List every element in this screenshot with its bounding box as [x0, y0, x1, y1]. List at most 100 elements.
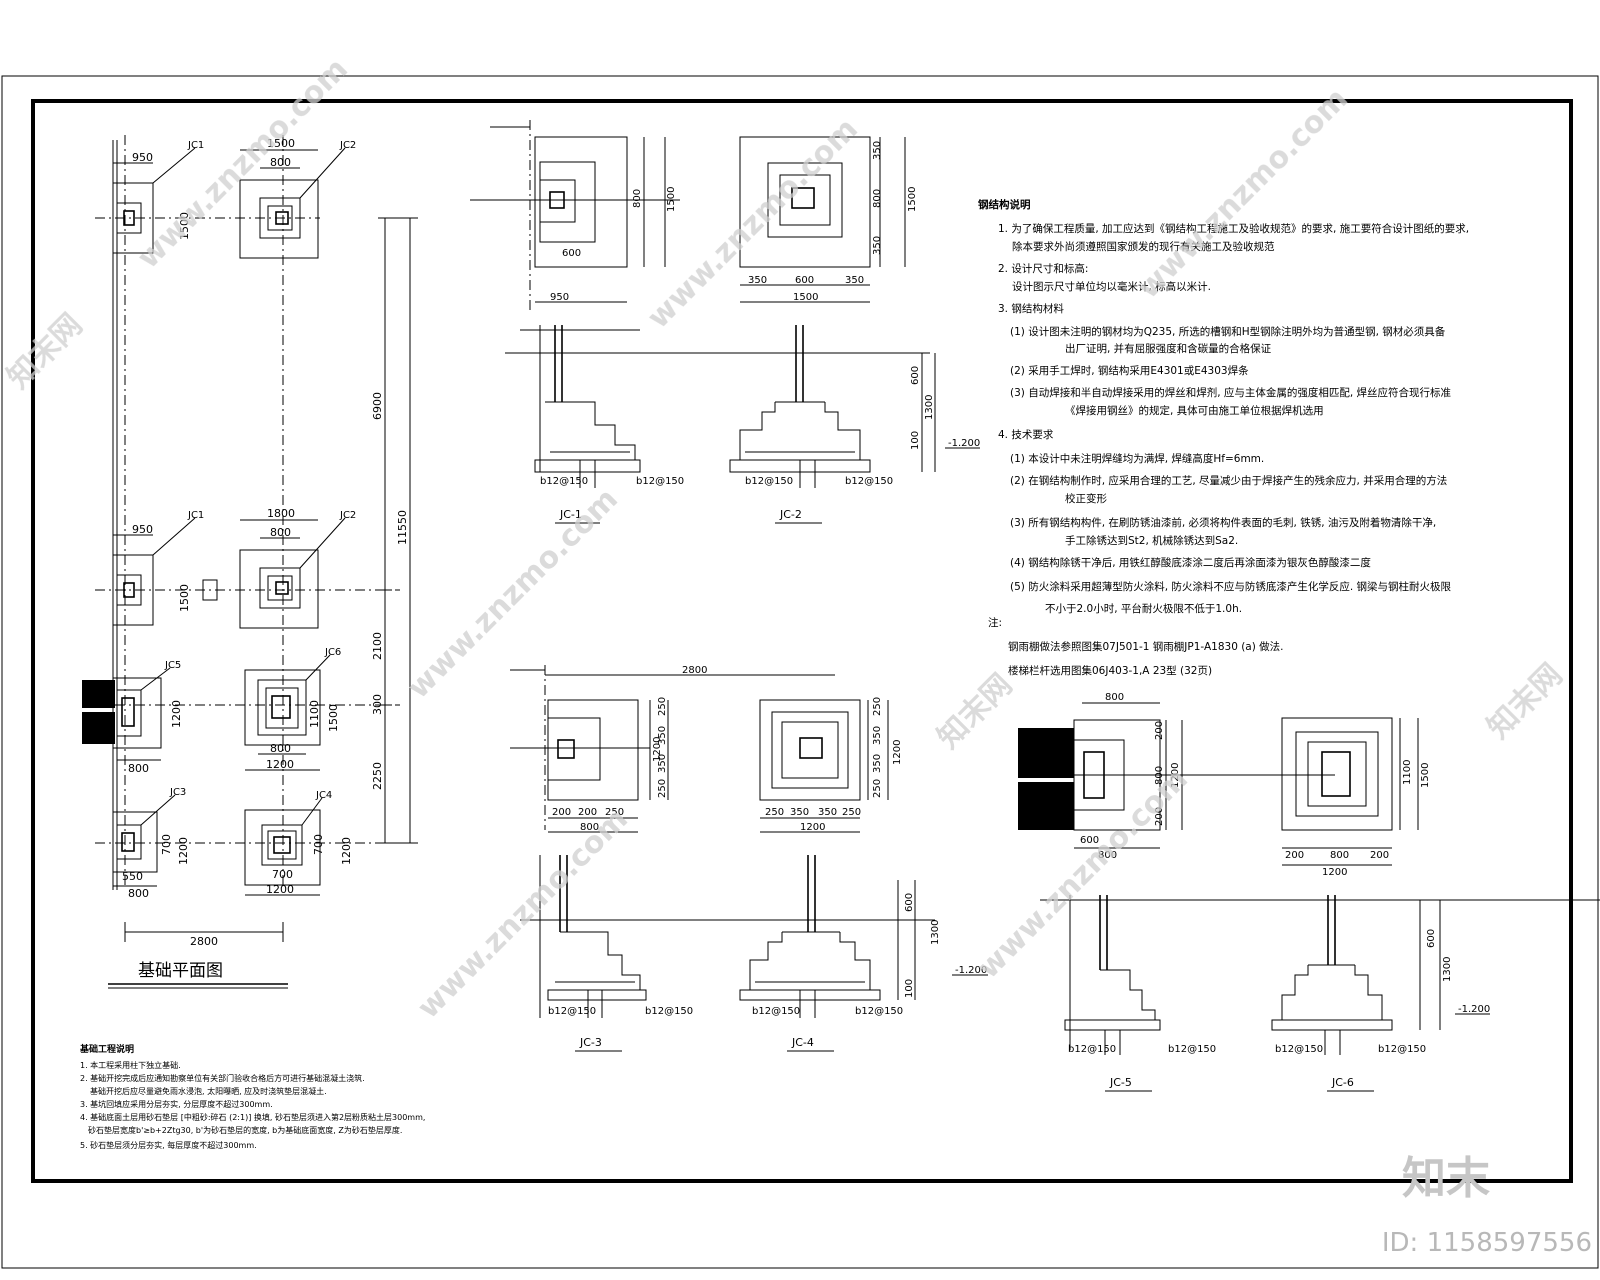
steel-note-line-5: (1) 设计图未注明的钢材均为Q235, 所选的槽钢和H型钢除注明外均为普通型钢… [1010, 325, 1446, 338]
steel-note-line-2: 2. 设计尺寸和标高: [998, 262, 1088, 275]
plan-dim-1100: 1100 [308, 700, 321, 728]
watermark-layer: www.znzmo.com www.znzmo.com www.znzmo.co… [1, 52, 1569, 1026]
plan-dim-950-mid: 950 [132, 523, 153, 536]
plan-title: 基础平面图 [138, 961, 223, 981]
jc5-dim-1200-v: 1200 [1170, 763, 1181, 788]
jc2-rebar-right: b12@150 [845, 476, 893, 487]
jc5-dim-800-v: 800 [1154, 766, 1165, 785]
steel-note-line-15: 手工除锈达到St2, 机械除锈达到Sa2. [1065, 534, 1238, 547]
plan-dim-800-jc2: 800 [270, 156, 291, 169]
plan-dim-1200-jc5: 1200 [170, 700, 183, 728]
plan-solid-block-1 [82, 680, 115, 708]
jc2-dim-1300: 1300 [924, 395, 935, 420]
jc5-solid-block-1 [1018, 728, 1074, 778]
plan-dim-800-jc3: 800 [128, 887, 149, 900]
jc4-dim-250-c: 250 [765, 807, 784, 818]
jc2-dim-350-d: 350 [845, 275, 864, 286]
detail-jc3: 2800 250 350 350 250 1200 200 200 250 80… [510, 665, 935, 1052]
jc4-rebar-left: b12@150 [752, 1006, 800, 1017]
watermark-text-6: www.znzmo.com [411, 802, 635, 1026]
jc3-dim-200-b: 200 [578, 807, 597, 818]
jc3-rebar-right: b12@150 [645, 1006, 693, 1017]
jc6-dim-1100: 1100 [1402, 760, 1413, 785]
jc6-dim-1200: 1200 [1322, 867, 1347, 878]
steel-note-line-9: 《焊接用钢丝》的规定, 具体可由施工单位根据焊机选用 [1065, 404, 1324, 417]
watermark-brand-2: 知末网 [931, 667, 1019, 755]
jc6-elev: -1.200 [1458, 1004, 1490, 1015]
sheet-inner-frame [31, 99, 1573, 1183]
steel-note-line-19: 注: [988, 616, 1002, 629]
jc1-rebar-right: b12@150 [636, 476, 684, 487]
watermark-brand-3: 知末网 [1481, 657, 1569, 745]
jc1-dim-800: 800 [632, 189, 643, 208]
image-id-label: ID: 1158597556 [1381, 1228, 1592, 1258]
jc4-rebar-right: b12@150 [855, 1006, 903, 1017]
watermark-text-4: www.znzmo.com [401, 482, 625, 706]
jc6-rebar-right: b12@150 [1378, 1044, 1426, 1055]
jc6-dim-200-b: 200 [1370, 850, 1389, 861]
steel-note-line-16: (4) 钢结构除锈干净后, 用铁红醇酸底漆涂二度后再涂面漆为银灰色醇酸漆二度 [1010, 556, 1371, 569]
plan-dim-800-jc5: 800 [128, 762, 149, 775]
plan-dim-1500-left-mid: 1500 [178, 584, 191, 612]
plan-dim-800-jc6: 800 [270, 742, 291, 755]
plan-dim-2800: 2800 [190, 935, 218, 948]
detail-jc2: 350 800 350 1500 350 600 350 1500 600 10… [729, 136, 980, 524]
plan-dim-2100: 2100 [371, 632, 384, 660]
detail-jc4: 250 350 350 250 1200 250 350 350 250 120… [739, 697, 988, 1052]
sheet-outer-frame [1, 75, 1599, 1269]
steel-note-line-4: 3. 钢结构材料 [998, 302, 1064, 315]
jc3-dim-2800: 2800 [682, 665, 707, 676]
jc4-dim-250-d: 250 [842, 807, 861, 818]
foundation-note-line-0: 1. 本工程采用柱下独立基础. [80, 1060, 181, 1070]
plan-dim-11550: 11550 [396, 510, 409, 545]
foundation-notes-heading: 基础工程说明 [79, 1043, 134, 1055]
foundation-notes: 基础工程说明 1. 本工程采用柱下独立基础. 2. 基础开挖完成后应通知勘察单位… [79, 1043, 425, 1150]
steel-note-line-14: (3) 所有钢结构构件, 在刷防锈油漆前, 必须将构件表面的毛刺, 铁锈, 油污… [1010, 516, 1436, 529]
jc3-rebar-left: b12@150 [548, 1006, 596, 1017]
plan-dim-800-mid: 800 [270, 526, 291, 539]
plan-dim-1500-left-top: 1500 [178, 212, 191, 240]
jc3-dim-800: 800 [580, 822, 599, 833]
steel-note-line-20: 钢雨棚做法参照图集07J501-1 钢雨棚JP1-A1830 (a) 做法. [1008, 640, 1284, 653]
plan-dim-1500-jc6: 1500 [327, 704, 340, 732]
jc4-dim-250-a: 250 [872, 697, 883, 716]
plan-dim-950-top: 950 [132, 151, 153, 164]
plan-dim-550: 550 [122, 870, 143, 883]
steel-note-line-0: 1. 为了确保工程质量, 加工应达到《钢结构工程施工及验收规范》的要求, 施工要… [998, 222, 1469, 235]
jc5-dim-800-top: 800 [1105, 692, 1124, 703]
jc1-dim-1500: 1500 [666, 187, 677, 212]
watermark-text-5: www.znzmo.com [971, 762, 1195, 986]
plan-label-jc5: JC5 [164, 660, 181, 671]
jc2-dim-350-c: 350 [748, 275, 767, 286]
jc6-dim-600: 600 [1426, 929, 1437, 948]
jc3-dim-350-b: 350 [657, 754, 668, 773]
jc5-solid-block-2 [1018, 782, 1074, 830]
jc3-title: JC-3 [579, 1036, 602, 1049]
foundation-plan: JC1 950 1500 1500 800 JC2 JC1 950 1500 1… [82, 135, 418, 989]
plan-dim-700-jc4-b: 700 [272, 868, 293, 881]
steel-note-line-21: 楼梯栏杆选用图集06J403-1,A 23型 (32页) [1008, 664, 1212, 677]
plan-dim-1200-jc4: 1200 [340, 837, 353, 865]
jc2-dim-1500-h: 1500 [793, 292, 818, 303]
steel-note-line-12: (2) 在钢结构制作时, 应采用合理的工艺, 尽量减少由于焊接产生的残余应力, … [1010, 474, 1447, 487]
plan-dim-6900: 6900 [371, 392, 384, 420]
plan-label-jc2-top: JC2 [339, 140, 356, 151]
jc4-elev: -1.200 [955, 965, 987, 976]
jc3-dim-250-a: 250 [657, 697, 668, 716]
jc2-dim-600-v: 600 [910, 366, 921, 385]
foundation-note-line-5: 砂石垫层宽度b'≥b+2Ztg30, b'为砂石垫层的宽度, b为基础底面宽度,… [88, 1125, 402, 1135]
detail-jc6: 1100 1500 200 800 200 1200 600 1300 -1.2… [1271, 717, 1490, 1092]
jc1-dim-950: 950 [550, 292, 569, 303]
plan-solid-block-2 [82, 712, 115, 744]
plan-dim-700-jc4: 700 [312, 834, 325, 855]
jc6-dim-1300: 1300 [1442, 957, 1453, 982]
jc3-dim-200-a: 200 [552, 807, 571, 818]
plan-label-jc1-top: JC1 [187, 140, 204, 151]
plan-dim-1800: 1800 [267, 507, 295, 520]
detail-jc1: 800 1500 600 950 b12@150 b12@150 JC-1 [470, 120, 930, 524]
plan-dim-700-jc3: 700 [160, 834, 173, 855]
jc4-dim-350-a: 350 [872, 726, 883, 745]
jc4-dim-350-d: 350 [818, 807, 837, 818]
watermark-text-3: www.znzmo.com [1131, 82, 1355, 306]
jc2-dim-800-v: 800 [872, 189, 883, 208]
